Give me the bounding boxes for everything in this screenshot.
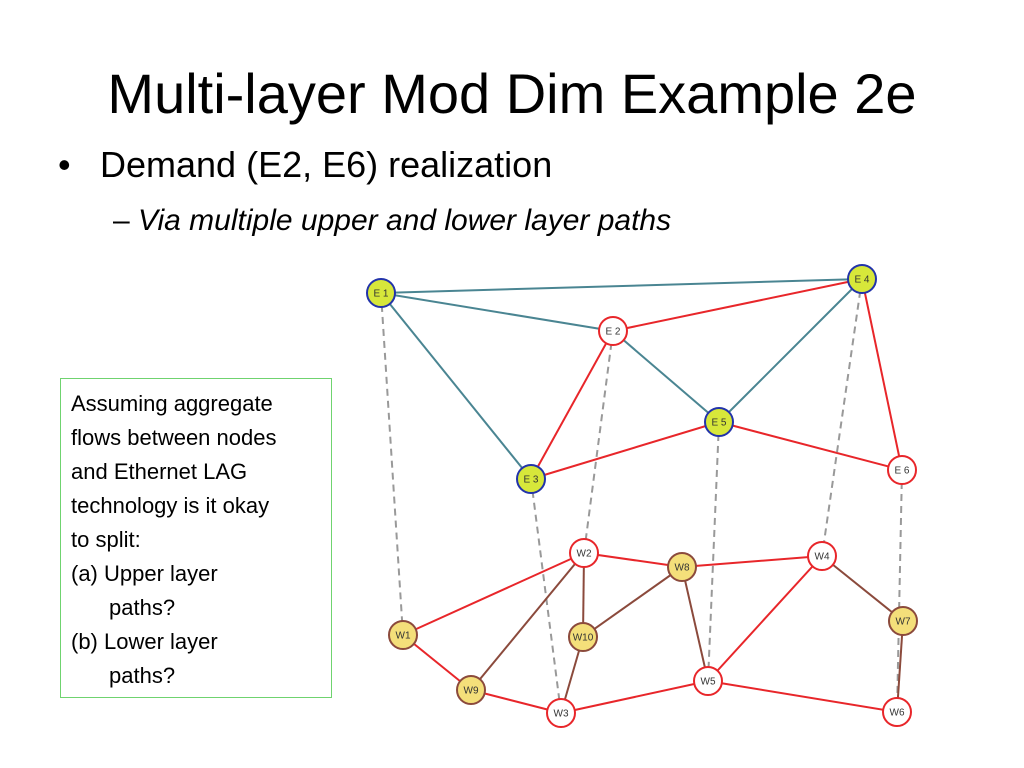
node-label: W1 — [396, 631, 411, 642]
note-line: paths? — [109, 595, 176, 620]
node-w1: W1 — [388, 620, 418, 650]
edge-e1-e3 — [380, 292, 532, 480]
node-e4: E 4 — [847, 264, 877, 294]
node-e6: E 6 — [887, 455, 917, 485]
node-circle — [546, 698, 576, 728]
edge-e5-w5 — [707, 421, 720, 682]
edge-w2-w9 — [470, 552, 585, 691]
note-line: technology is it okay — [71, 493, 270, 518]
edge-w1-w2 — [402, 552, 585, 636]
node-circle — [516, 464, 546, 494]
node-label: W8 — [675, 563, 690, 574]
edge-w8-w10 — [582, 566, 683, 638]
edge-w3-w5 — [560, 680, 709, 714]
node-circle — [456, 675, 486, 705]
slide-title: Multi-layer Mod Dim Example 2e — [107, 62, 917, 125]
edge-e2-e4 — [612, 278, 863, 332]
edge-e1-e2 — [380, 292, 614, 332]
node-circle — [667, 552, 697, 582]
node-w6: W6 — [882, 697, 912, 727]
edge-e2-e3 — [530, 330, 614, 480]
note-box: Assuming aggregate flows between nodes a… — [60, 378, 332, 698]
note-line: (b) Lower layer — [71, 629, 218, 654]
node-label: W5 — [701, 677, 716, 688]
edge-e2-e5 — [612, 330, 720, 423]
edge-e3-w3 — [530, 478, 562, 714]
edge-e4-e6 — [861, 278, 903, 471]
node-circle — [568, 622, 598, 652]
note-line: (a) Upper layer — [71, 561, 218, 586]
note-line: to split: — [71, 527, 141, 552]
node-w5: W5 — [693, 666, 723, 696]
node-circle — [847, 264, 877, 294]
node-label: W6 — [890, 708, 905, 719]
node-e5: E 5 — [704, 407, 734, 437]
node-label: E 4 — [854, 275, 869, 286]
edge-e4-w4 — [821, 278, 863, 557]
node-label: W9 — [464, 686, 479, 697]
edge-e6-w6 — [896, 469, 903, 713]
edge-e4-e5 — [718, 278, 863, 423]
note-line: and Ethernet LAG — [71, 459, 248, 484]
edge-e1-e4 — [380, 278, 863, 294]
edge-w4-w5 — [707, 555, 823, 682]
node-w9: W9 — [456, 675, 486, 705]
node-w10: W10 — [568, 622, 598, 652]
node-circle — [807, 541, 837, 571]
sub-bullet-paths-text: Via multiple upper and lower layer paths — [138, 204, 672, 237]
node-circle — [887, 455, 917, 485]
node-w2: W2 — [569, 538, 599, 568]
node-label: W3 — [554, 709, 569, 720]
node-label: W2 — [577, 549, 592, 560]
node-circle — [569, 538, 599, 568]
node-e1: E 1 — [366, 278, 396, 308]
node-e2: E 2 — [598, 316, 628, 346]
node-label: W10 — [573, 633, 594, 644]
node-w8: W8 — [667, 552, 697, 582]
edge-w7-w6 — [896, 620, 904, 713]
node-circle — [598, 316, 628, 346]
edge-w9-w3 — [470, 689, 562, 714]
node-w4: W4 — [807, 541, 837, 571]
node-label: E 1 — [373, 289, 388, 300]
bullet-demand-text: Demand (E2, E6) realization — [100, 144, 553, 185]
edge-e3-e5 — [530, 421, 720, 480]
edge-e2-w2 — [583, 330, 614, 554]
note-line: Assuming aggregate — [71, 391, 273, 416]
note-line: paths? — [109, 663, 176, 688]
node-circle — [704, 407, 734, 437]
node-w7: W7 — [888, 606, 918, 636]
edge-e1-w1 — [380, 292, 404, 636]
edge-w8-w5 — [681, 566, 709, 682]
node-label: W4 — [815, 552, 830, 563]
node-circle — [366, 278, 396, 308]
node-label: E 5 — [711, 418, 726, 429]
bullet-marker: • — [58, 144, 71, 185]
edge-e5-e6 — [718, 421, 903, 471]
node-label: E 6 — [894, 466, 909, 477]
edge-w5-w6 — [707, 680, 898, 713]
note-line: flows between nodes — [71, 425, 277, 450]
node-circle — [888, 606, 918, 636]
sub-bullet-paths: – Via multiple upper and lower layer pat… — [113, 202, 671, 240]
sub-bullet-dash: – — [113, 204, 130, 237]
edges-layer — [380, 278, 904, 714]
node-w3: W3 — [546, 698, 576, 728]
node-label: E 3 — [523, 475, 538, 486]
node-e3: E 3 — [516, 464, 546, 494]
node-label: W7 — [896, 617, 911, 628]
node-circle — [882, 697, 912, 727]
node-circle — [693, 666, 723, 696]
node-circle — [388, 620, 418, 650]
node-label: E 2 — [605, 327, 620, 338]
edge-w4-w7 — [821, 555, 904, 622]
edge-w2-w8 — [583, 552, 683, 568]
edge-w8-w4 — [681, 555, 823, 568]
